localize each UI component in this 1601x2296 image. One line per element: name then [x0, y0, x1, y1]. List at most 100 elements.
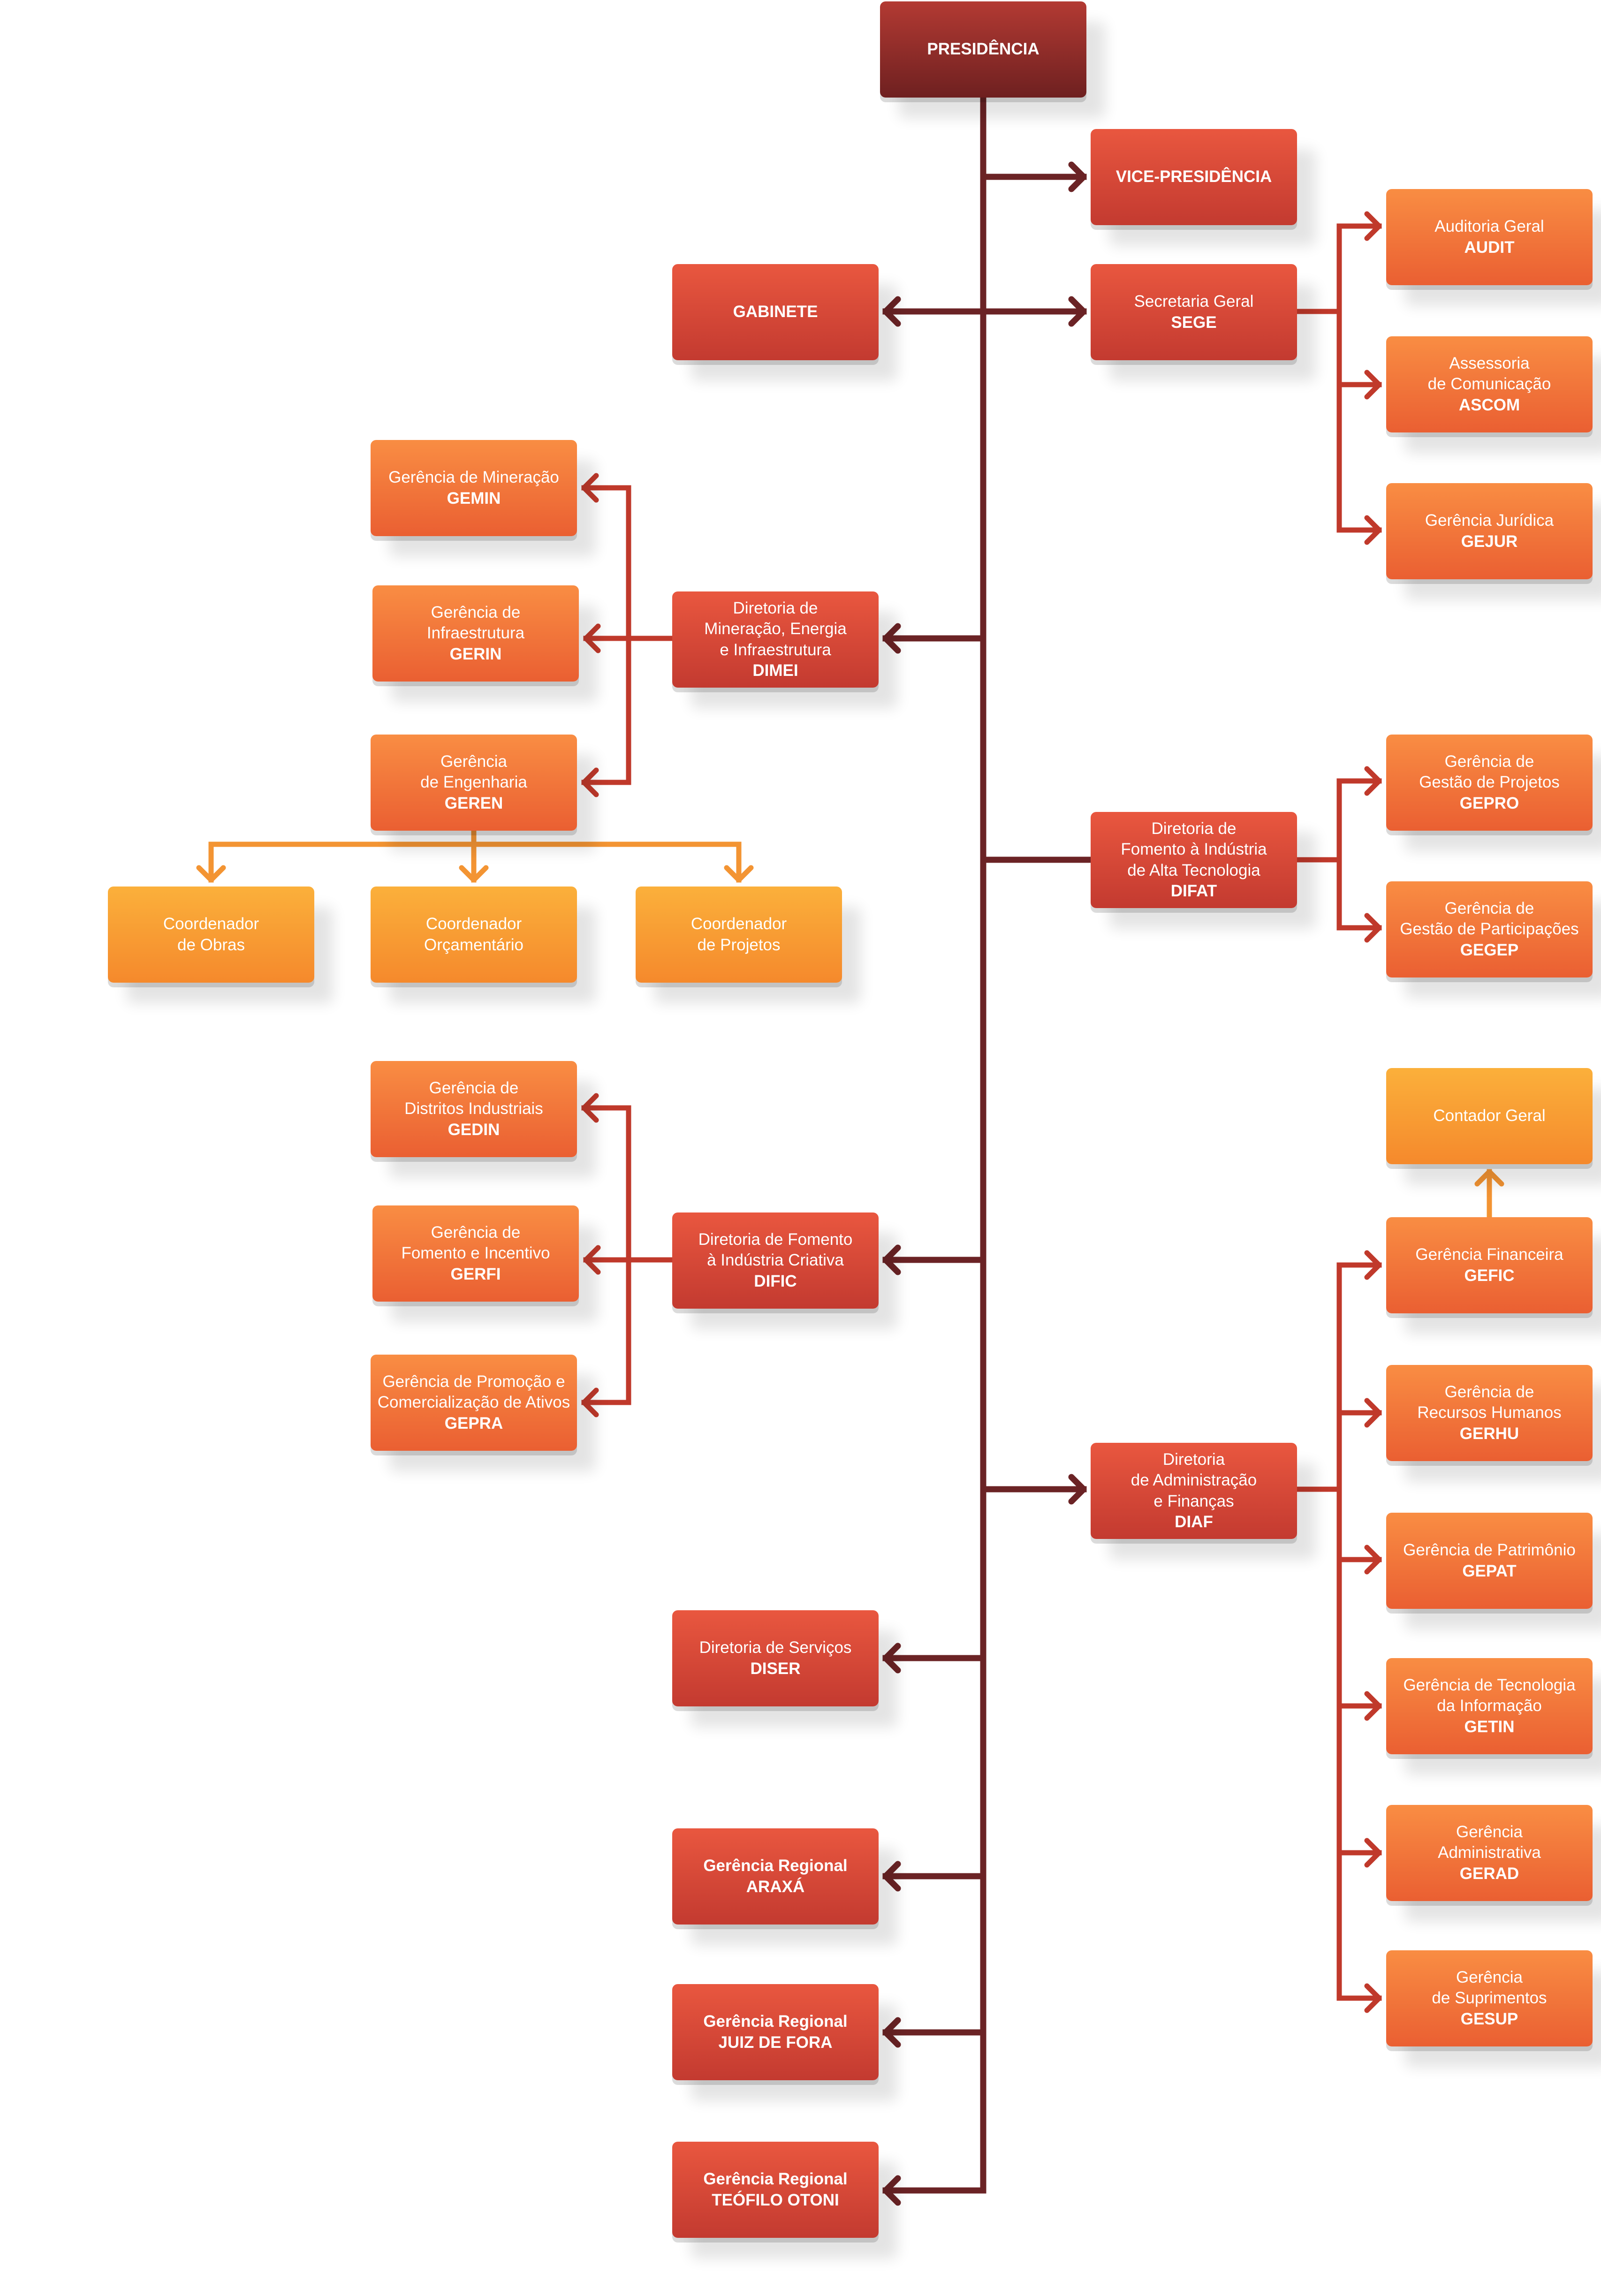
arrow-head-33 — [581, 473, 599, 503]
node-label-line: Contador Geral — [1433, 1106, 1546, 1125]
arrow-head-35 — [583, 623, 601, 653]
arrow-head-37 — [581, 767, 599, 797]
node-code: GEPRO — [1459, 794, 1519, 812]
node-label-line: Gerência de Promoção e — [382, 1372, 565, 1391]
node-label-line: de Administração — [1131, 1471, 1257, 1490]
node-label-line: Comercialização de Ativos — [377, 1393, 570, 1412]
arrow-head-11 — [882, 1244, 901, 1275]
arrow-head-71 — [1364, 1838, 1382, 1868]
node-label-line: Gerência de Tecnologia — [1403, 1675, 1576, 1694]
arrow-head-15 — [882, 1643, 901, 1674]
node-label-line: de Projetos — [697, 935, 781, 954]
node-label-line: Fomento e Incentivo — [401, 1244, 550, 1263]
node-label-line: Gerência Regional — [703, 1857, 848, 1875]
arrow-head-21 — [882, 2175, 901, 2206]
node-code: DIFAT — [1170, 881, 1217, 900]
node-label-line: Diretoria de — [733, 599, 818, 617]
arrow-head-4 — [1068, 296, 1087, 327]
node-label-line: VICE-PRESIDÊNCIA — [1115, 167, 1272, 186]
arrow-head-65 — [1364, 1398, 1382, 1428]
node-label-line: Fomento à Indústria — [1121, 840, 1267, 859]
node-label-line: Distritos Industriais — [404, 1099, 543, 1118]
arrow-head-57 — [583, 1245, 601, 1275]
node-code: DIMEI — [752, 661, 798, 680]
node-label-line: de Engenharia — [420, 773, 527, 792]
presidencia-box[interactable]: PRESIDÊNCIA — [880, 1, 1086, 98]
gabinete-box[interactable]: GABINETE — [672, 264, 879, 360]
diretoria-industria-criativa-box[interactable]: Diretoria de Fomento à Indústria Criativa… — [672, 1212, 879, 1309]
node-label-line: Gerência Financeira — [1415, 1245, 1563, 1264]
node-code: GEGEP — [1460, 940, 1519, 959]
vice-presidencia-box[interactable]: VICE-PRESIDÊNCIA — [1091, 129, 1297, 225]
arrow-head-25 — [1364, 211, 1382, 241]
node-label-line: Gerência Regional — [703, 2012, 848, 2031]
arrow-head-67 — [1364, 1545, 1382, 1575]
node-code: GEPRA — [444, 1414, 503, 1432]
node-label-line: Gerência de — [429, 1078, 519, 1097]
node-label-line: à Indústria Criativa — [707, 1251, 844, 1270]
node-code: GETIN — [1464, 1717, 1515, 1736]
node-code: AUDIT — [1464, 238, 1515, 257]
arrow-head-8 — [882, 623, 901, 654]
node-code: GERFI — [450, 1265, 501, 1283]
contador-geral-box[interactable]: Contador Geral — [1386, 1068, 1593, 1164]
node-label-line: de Obras — [177, 935, 245, 954]
node-label-line: Secretaria Geral — [1134, 292, 1254, 311]
node-label-line: Diretoria de Fomento — [698, 1230, 853, 1249]
node-label-line: de Alta Tecnologia — [1127, 861, 1260, 879]
node-code: GEMIN — [447, 489, 501, 508]
arrow-head-2 — [1068, 161, 1087, 192]
diretoria-alta-tecnologia-box[interactable]: Diretoria de Fomento à Indústria de Alta T… — [1091, 812, 1297, 908]
node-label-line: Gerência — [440, 752, 508, 771]
node-label-line: Gerência — [1456, 1968, 1523, 1986]
node-label-line: Gerência de Mineração — [388, 468, 559, 487]
node-label-line: Diretoria — [1162, 1450, 1225, 1469]
node-label-line: Gerência de — [1444, 752, 1534, 771]
node-code: GESUP — [1460, 2009, 1518, 2028]
node-label-line: Gerência de — [431, 1223, 521, 1242]
arrow-head-73 — [1364, 1983, 1382, 2013]
node-label-line: Coordenador — [425, 915, 522, 933]
node-label-line: Assessoria — [1449, 354, 1530, 372]
node-code: DIFIC — [754, 1272, 797, 1290]
node-label-line: de Comunicação — [1427, 375, 1551, 394]
node-label-line: da Informação — [1437, 1697, 1542, 1715]
node-label-line: Auditoria Geral — [1434, 217, 1544, 236]
arrow-head-69 — [1364, 1691, 1382, 1721]
node-code: GERAD — [1459, 1864, 1519, 1883]
arrow-head-51 — [1364, 913, 1382, 943]
node-code: SEGE — [1171, 313, 1217, 332]
node-code: ASCOM — [1458, 395, 1520, 414]
arrow-head-45 — [724, 865, 754, 883]
arrow-head-55 — [581, 1093, 599, 1123]
gerencia-promocao-ativos-box[interactable]: Gerência de Promoção e Comercialização de… — [371, 1355, 577, 1451]
node-label-line: Diretoria de — [1151, 819, 1237, 838]
node-label-line: Orçamentário — [424, 935, 524, 954]
